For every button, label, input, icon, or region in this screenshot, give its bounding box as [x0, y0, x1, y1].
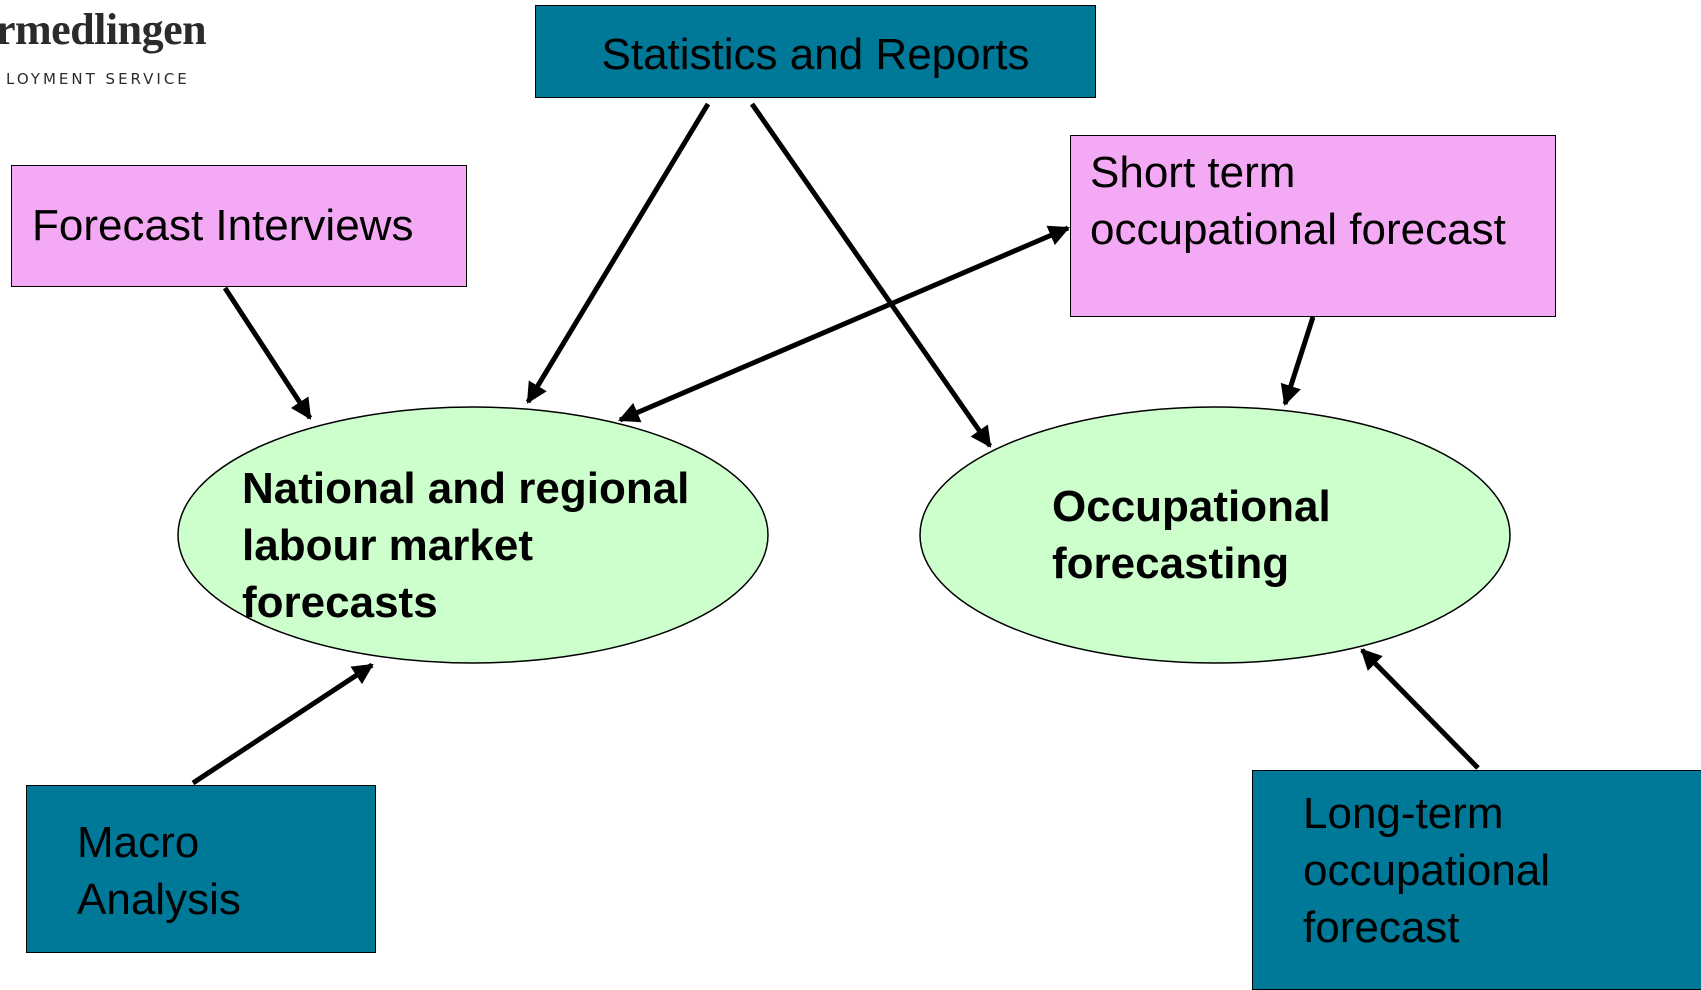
node-short-term-forecast-label: Short term occupational forecast — [1090, 148, 1506, 254]
node-national-regional-label: National and regional labour market fore… — [242, 464, 690, 627]
node-statistics-reports: Statistics and Reports — [535, 5, 1096, 98]
arrow-macro-to-national — [191, 662, 374, 786]
node-statistics-reports-label: Statistics and Reports — [601, 30, 1030, 79]
node-short-term-forecast: Short term occupational forecast — [1070, 135, 1556, 317]
ellipse-national-regional — [177, 406, 769, 664]
node-long-term-forecast-label: Long-term occupational forecast — [1303, 789, 1551, 952]
node-macro-analysis-label: Macro Analysis — [77, 818, 241, 924]
node-forecast-interviews: Forecast Interviews — [11, 165, 467, 287]
arrow-long-to-occupational — [1360, 648, 1480, 770]
node-macro-analysis: Macro Analysis — [26, 785, 376, 953]
ellipse-occupational — [919, 406, 1511, 664]
node-occupational-forecasting-label: Occupational forecasting — [1052, 482, 1331, 588]
arrow-stats-to-national — [525, 102, 711, 404]
logo-tagline: LOYMENT SERVICE — [6, 70, 190, 88]
logo-wordmark: rmedlingen — [0, 5, 207, 54]
arrow-short-term-national — [618, 225, 1070, 423]
arrow-interviews-to-national — [222, 286, 313, 420]
node-long-term-forecast: Long-term occupational forecast — [1252, 770, 1701, 990]
node-forecast-interviews-label: Forecast Interviews — [32, 201, 414, 250]
arrow-short-to-occupational — [1280, 316, 1316, 406]
